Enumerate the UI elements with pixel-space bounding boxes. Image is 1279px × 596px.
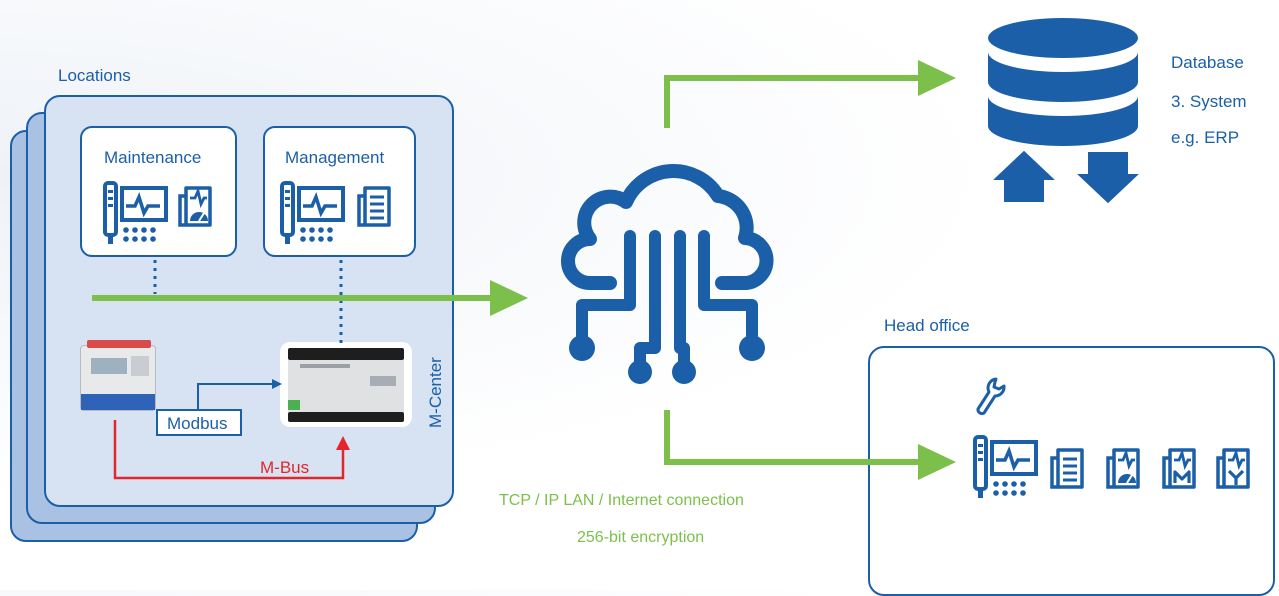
head-office-label: Head office [884, 316, 970, 335]
maintenance-card[interactable]: Maintenance [80, 126, 237, 257]
document-list-icon [1050, 448, 1084, 489]
locations-to-cloud-arrowhead [490, 280, 528, 316]
cloud-network-icon [561, 164, 774, 374]
cloud-to-database-arrowhead [918, 60, 956, 96]
cloud-to-head-office-line [664, 410, 920, 465]
document-list-icon [357, 186, 391, 227]
locations-label: Locations [58, 66, 131, 85]
mbus-connector [113, 420, 345, 480]
energy-meter-device [80, 340, 156, 411]
modbus-label: Modbus [167, 414, 228, 433]
modbus-box: Modbus [156, 409, 242, 436]
maintenance-label: Maintenance [104, 148, 202, 167]
cloud-to-database-line [664, 75, 920, 128]
database-label-line2: 3. System [1171, 92, 1247, 111]
mbus-label: M-Bus [260, 458, 310, 477]
database-label-line1: Database [1171, 53, 1244, 72]
meter-panel-icon [103, 181, 168, 244]
cloud-to-head-office-arrowhead [918, 444, 956, 480]
database-down-arrow [1066, 148, 1150, 209]
database-up-arrow [982, 145, 1066, 206]
mbus-arrowhead [336, 436, 350, 450]
database-sync-icon [982, 18, 1150, 209]
wrench-icon [976, 377, 1006, 416]
monthly-report-icon [1162, 448, 1196, 489]
connection-label-line1: TCP / IP LAN / Internet connection [499, 492, 744, 509]
management-label: Management [285, 148, 385, 167]
database-label-line3: e.g. ERP [1171, 128, 1240, 147]
meter-panel-icon [973, 435, 1038, 498]
connection-label-line2: 256-bit encryption [577, 529, 705, 546]
m-center-device [280, 342, 412, 427]
maintenance-report-icon [178, 186, 212, 227]
maintenance-report-icon [1106, 448, 1140, 489]
cloud-node-dots [569, 335, 765, 384]
modbus-connector [197, 383, 276, 409]
management-card[interactable]: Management [263, 126, 416, 257]
yearly-report-icon [1216, 448, 1250, 489]
meter-panel-icon [280, 181, 345, 244]
